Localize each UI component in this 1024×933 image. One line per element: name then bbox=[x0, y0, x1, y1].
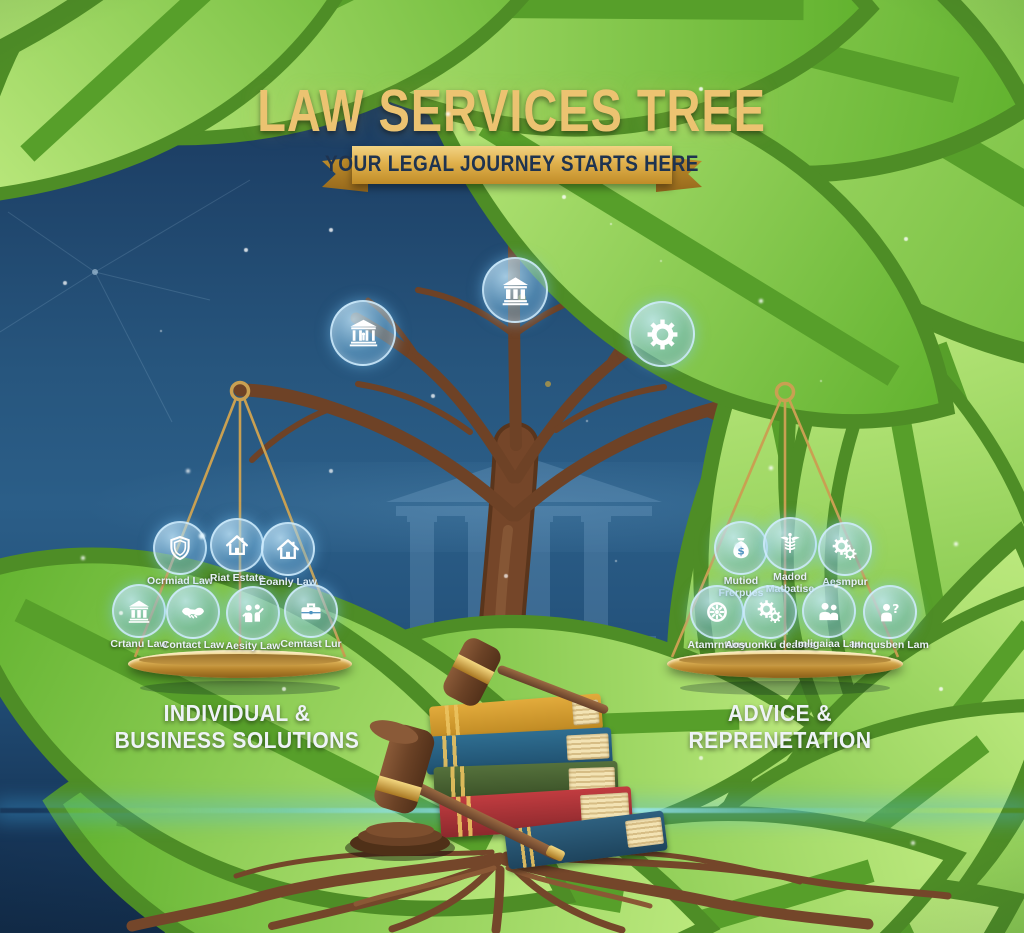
service-label: Crtanu Law bbox=[110, 638, 168, 650]
sparkles bbox=[0, 0, 2, 2]
courthouse-icon bbox=[346, 316, 381, 351]
caduceus-icon bbox=[776, 530, 804, 558]
service-label: Innqusben Lam bbox=[851, 639, 929, 651]
book-pages bbox=[571, 699, 600, 725]
service-label: Aesity Law bbox=[225, 640, 281, 652]
courthouse-watermark bbox=[376, 456, 672, 658]
canopy-circle bbox=[629, 301, 695, 367]
family-icon bbox=[239, 599, 267, 627]
left-caption: INDIVIDUAL & BUSINESS SOLUTIONS bbox=[114, 700, 360, 754]
scale-pan-right bbox=[667, 650, 903, 678]
canopy-circle bbox=[482, 257, 548, 323]
header: LAW SERVICES TREE bbox=[0, 78, 1024, 144]
gears-icon bbox=[831, 535, 859, 563]
bank-icon bbox=[498, 273, 533, 308]
house-icon bbox=[274, 535, 302, 563]
shield-icon bbox=[166, 534, 194, 562]
book-pages bbox=[625, 817, 664, 848]
banner-ribbon: YOUR LEGAL JOURNEY STARTS HERE bbox=[325, 146, 698, 184]
bank-icon bbox=[125, 597, 153, 625]
service-label: Contact Law bbox=[161, 639, 225, 651]
people-icon bbox=[815, 597, 843, 625]
scale-pan-left bbox=[128, 650, 352, 678]
wheel-icon bbox=[703, 598, 731, 626]
banner-text: YOUR LEGAL JOURNEY STARTS HERE bbox=[325, 152, 699, 177]
service-label: Cemtast Lur bbox=[280, 638, 342, 650]
service-label: Ocrmiad Law bbox=[147, 575, 213, 587]
book-pages bbox=[566, 733, 610, 761]
right-caption: ADVICE & REPRENETATION bbox=[688, 700, 872, 754]
briefcase-icon bbox=[297, 597, 325, 625]
person-question-icon bbox=[876, 598, 904, 626]
canopy-circle bbox=[330, 300, 396, 366]
handshake-icon bbox=[179, 598, 207, 626]
house-icon bbox=[223, 531, 251, 559]
page-title: LAW SERVICES TREE bbox=[257, 77, 767, 145]
gears-icon bbox=[756, 598, 784, 626]
gear-icon bbox=[645, 317, 680, 352]
moneybag-icon bbox=[727, 534, 755, 562]
service-label: Riat Estate bbox=[209, 572, 265, 584]
